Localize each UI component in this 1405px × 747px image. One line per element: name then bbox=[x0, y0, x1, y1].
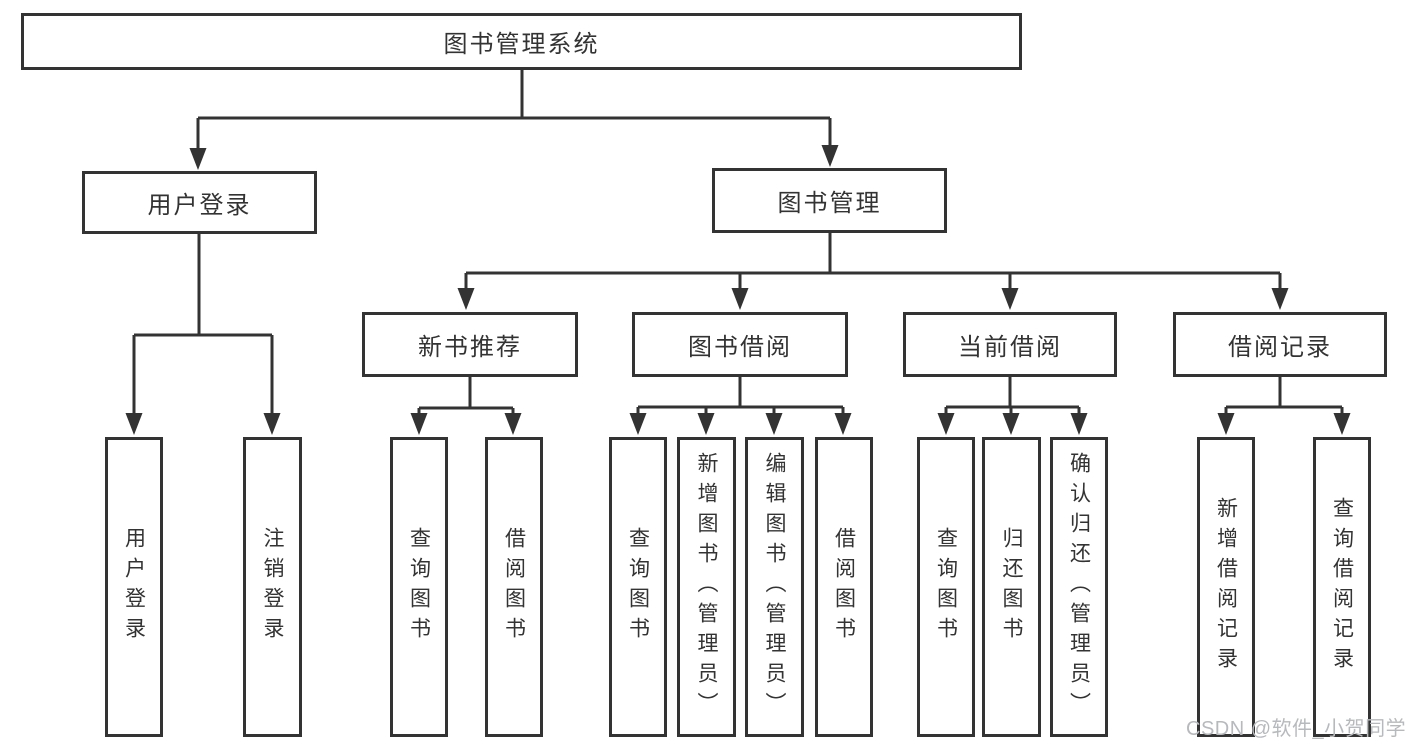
node-label: 确认归还（管理员） bbox=[1067, 452, 1091, 722]
node-label: 归还图书 bbox=[1000, 527, 1023, 647]
node-book-management: 图书管理 bbox=[712, 168, 947, 233]
leaf-return-book: 归还图书 bbox=[982, 437, 1041, 737]
node-label: 新增图书（管理员） bbox=[695, 452, 718, 722]
node-label: 借阅图书 bbox=[832, 527, 856, 647]
node-label: 查询借阅记录 bbox=[1330, 497, 1354, 677]
node-label: 图书管理系统 bbox=[443, 31, 600, 58]
node-label: 图书管理 bbox=[777, 190, 882, 217]
node-label: 借阅记录 bbox=[1228, 334, 1332, 361]
node-label: 查询图书 bbox=[626, 527, 650, 647]
node-label: 注销登录 bbox=[261, 527, 284, 647]
node-user-login: 用户登录 bbox=[82, 171, 317, 234]
leaf-borrow-books-recommend: 借阅图书 bbox=[485, 437, 543, 737]
node-book-borrow: 图书借阅 bbox=[632, 312, 848, 377]
node-label: 用户登录 bbox=[147, 192, 252, 219]
node-label: 新增借阅记录 bbox=[1214, 497, 1238, 677]
node-label: 查询图书 bbox=[407, 527, 431, 647]
leaf-add-borrow-record: 新增借阅记录 bbox=[1197, 437, 1255, 737]
leaf-edit-book-admin: 编辑图书（管理员） bbox=[745, 437, 804, 737]
leaf-query-books-recommend: 查询图书 bbox=[390, 437, 448, 737]
node-label: 图书借阅 bbox=[688, 334, 792, 361]
node-label: 用户登录 bbox=[122, 527, 146, 647]
csdn-watermark: CSDN @软件_小贺同学 bbox=[1186, 718, 1405, 740]
node-current-borrow: 当前借阅 bbox=[903, 312, 1117, 377]
leaf-logout: 注销登录 bbox=[243, 437, 302, 737]
node-new-book-recommend: 新书推荐 bbox=[362, 312, 578, 377]
leaf-query-books-current: 查询图书 bbox=[917, 437, 975, 737]
leaf-borrow-books: 借阅图书 bbox=[815, 437, 873, 737]
node-label: 查询图书 bbox=[934, 527, 958, 647]
leaf-user-login: 用户登录 bbox=[105, 437, 163, 737]
leaf-add-book-admin: 新增图书（管理员） bbox=[677, 437, 736, 737]
leaf-query-books-borrow: 查询图书 bbox=[609, 437, 667, 737]
node-label: 新书推荐 bbox=[418, 334, 522, 361]
node-root-system: 图书管理系统 bbox=[21, 13, 1022, 70]
node-borrow-records: 借阅记录 bbox=[1173, 312, 1387, 377]
leaf-confirm-return-admin: 确认归还（管理员） bbox=[1050, 437, 1108, 737]
node-label: 借阅图书 bbox=[502, 527, 526, 647]
node-label: 当前借阅 bbox=[958, 334, 1062, 361]
leaf-query-borrow-record: 查询借阅记录 bbox=[1313, 437, 1371, 737]
node-label: 编辑图书（管理员） bbox=[763, 452, 786, 722]
